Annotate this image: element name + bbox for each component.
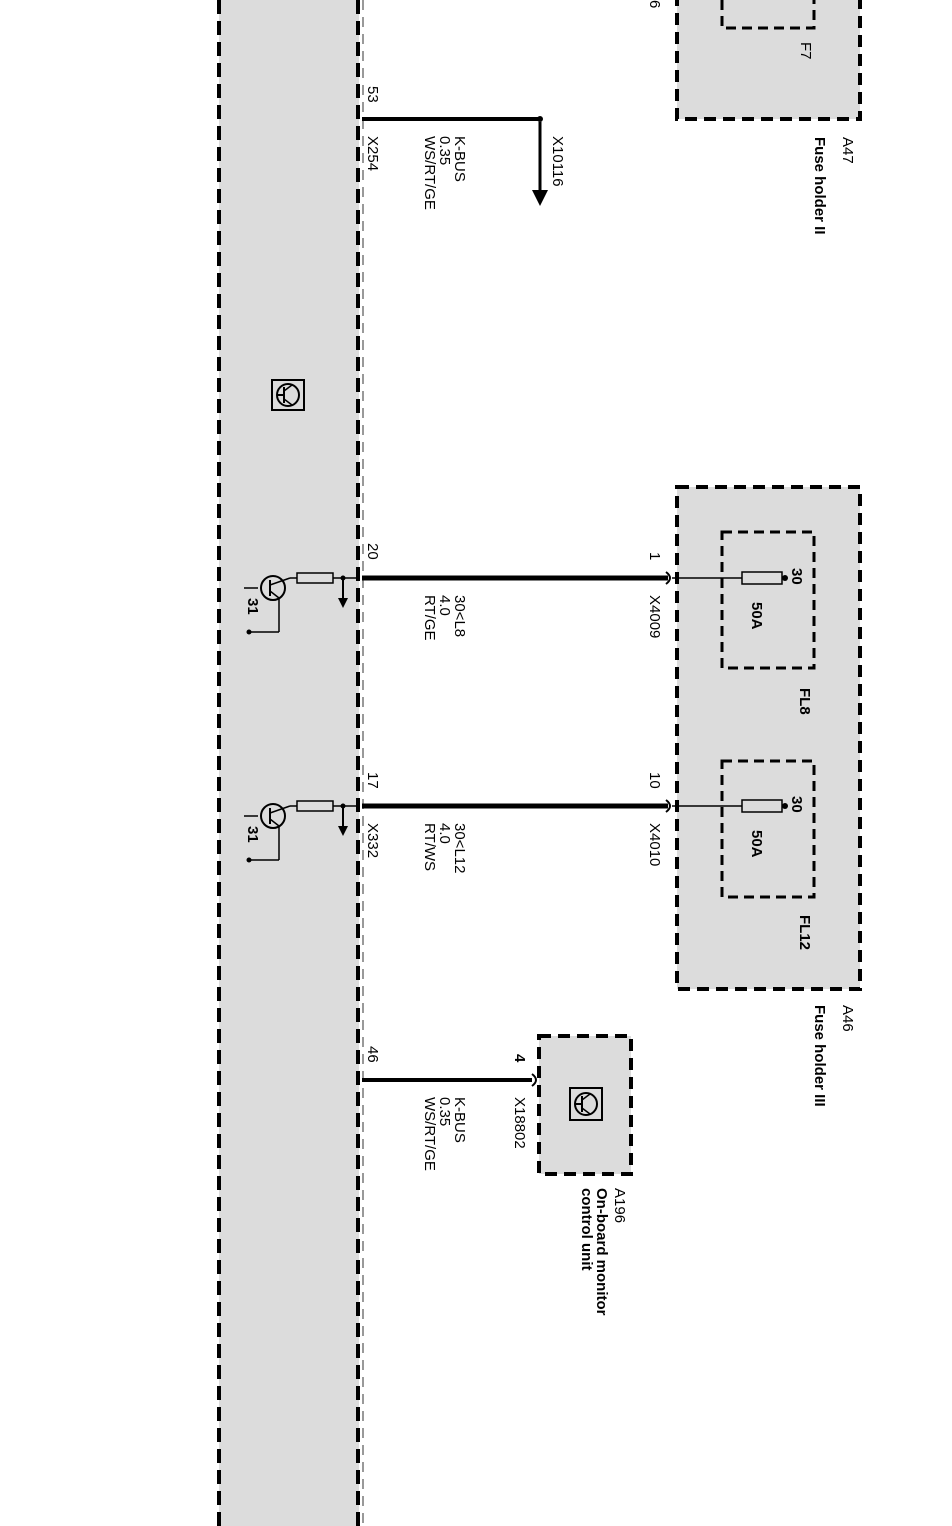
pin-20-number: 20	[364, 543, 381, 560]
fuse-fl12: 30 50A FL12	[672, 759, 816, 950]
fuse-holder-ii: F7 A47 Fuse holder II	[675, 0, 862, 235]
onboard-monitor-name-line2: control unit	[578, 1188, 595, 1271]
onboard-monitor-unit: A196 On-board monitor control unit	[537, 1034, 633, 1316]
arrow-down-icon	[338, 598, 348, 608]
fl8-connector: X4009	[646, 595, 663, 638]
fuse-fl8-icon	[741, 571, 783, 585]
transistor-driver-17: 31	[244, 800, 358, 863]
fuse-fl8-id: FL8	[796, 688, 813, 715]
transistor-driver-20: 31	[244, 572, 358, 635]
fuse-holder-iii-id: A46	[839, 1005, 856, 1032]
power-wire-30-l12: 17 X332 30<L12 4.0 RT/WS 10 X4010	[362, 772, 671, 873]
pin-53-number: 53	[364, 86, 381, 103]
fl8-pin-number: 1	[646, 552, 663, 560]
pin-46-signal: K-BUS	[451, 1097, 468, 1143]
pin-53-gauge: 0.35	[436, 136, 453, 165]
pin-17-gauge: 4.0	[436, 823, 453, 844]
control-unit-symbol-icon	[271, 379, 305, 411]
arrow-down-icon	[532, 190, 548, 206]
fuse-holder-iii: 30 50A FL8 30 50A FL12 A46 Fuse holder I…	[672, 485, 862, 1107]
fuse-fl12-terminal: 30	[788, 796, 805, 813]
fuse-fl8: 30 50A FL8	[672, 530, 816, 715]
pin-17-signal: 30<L12	[451, 823, 468, 873]
resistor-icon	[296, 800, 334, 812]
pin-53-color: WS/RT/GE	[421, 136, 438, 210]
pin-20-ground: 31	[244, 598, 261, 615]
resistor-icon	[296, 572, 334, 584]
fuse-fl12-id: FL12	[796, 915, 813, 950]
fuse-holder-iii-name: Fuse holder III	[811, 1005, 828, 1107]
fuse-holder-ii-id: A47	[839, 137, 856, 164]
pin-53-connector: X254	[364, 136, 381, 171]
pin-17-connector: X332	[364, 823, 381, 858]
k-bus-wire-53: 53 X254 K-BUS 0.35 WS/RT/GE X10116	[362, 86, 566, 210]
pin-17-ground: 31	[244, 826, 261, 843]
fl12-pin-number: 10	[646, 772, 663, 789]
onboard-monitor-connector: X18802	[511, 1097, 528, 1149]
onboard-monitor-id: A196	[611, 1188, 628, 1223]
transistor-icon	[260, 803, 286, 829]
pin-20-color: RT/GE	[421, 595, 438, 641]
onboard-monitor-name-line1: On-board monitor	[593, 1188, 610, 1316]
fuse-holder-ii-name: Fuse holder II	[811, 137, 828, 235]
fuse-f7-box	[720, 0, 816, 30]
onboard-monitor-pin: 4	[511, 1054, 528, 1063]
main-module-body	[219, 0, 359, 1526]
fuse-fl12-rating: 50A	[748, 830, 765, 858]
pin-20-gauge: 4.0	[436, 595, 453, 616]
arrow-down-icon	[338, 826, 348, 836]
pin-46-color: WS/RT/GE	[421, 1097, 438, 1171]
fuse-f7-label: F7	[797, 42, 814, 60]
fuse-fl8-rating: 50A	[748, 602, 765, 630]
pin-17-color: RT/WS	[421, 823, 438, 871]
pin-46-number: 46	[364, 1046, 381, 1063]
k-bus-branch-connector: X10116	[549, 136, 566, 187]
main-control-module	[217, 0, 364, 1526]
pin-53-signal: K-BUS	[451, 136, 468, 182]
top-partial-label: 6	[646, 0, 663, 8]
fuse-fl8-terminal: 30	[788, 568, 805, 585]
k-bus-wire-46: 46 K-BUS 0.35 WS/RT/GE 4 X18802	[362, 1046, 537, 1171]
power-wire-30-l8: 20 30<L8 4.0 RT/GE 1 X4009	[362, 543, 671, 641]
pin-46-gauge: 0.35	[436, 1097, 453, 1126]
control-unit-symbol-icon	[569, 1087, 603, 1121]
fuse-fl12-icon	[741, 799, 783, 813]
pin-20-signal: 30<L8	[451, 595, 468, 637]
pin-17-number: 17	[364, 772, 381, 789]
transistor-icon	[260, 575, 286, 601]
fl12-connector: X4010	[646, 823, 663, 866]
